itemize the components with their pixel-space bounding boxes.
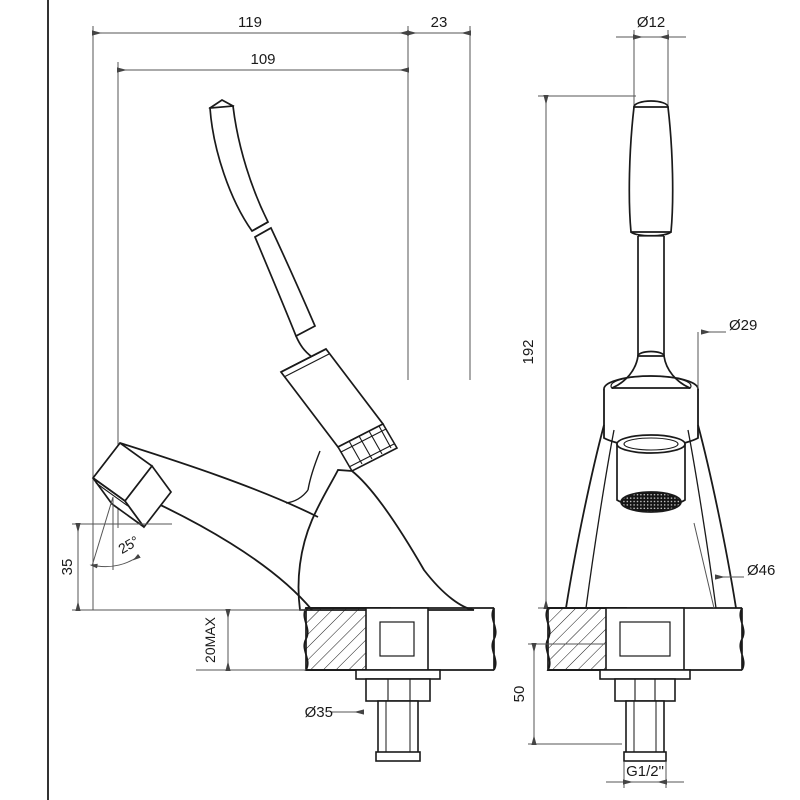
dimension-overall-height — [538, 95, 636, 609]
faucet-body-spout — [119, 442, 475, 611]
dimension-label-d12: Ø12 — [637, 14, 665, 31]
spout-outlet — [91, 441, 173, 529]
lever-handle — [208, 99, 317, 358]
knurled-ring — [336, 422, 399, 473]
cartridge-cap — [279, 347, 385, 449]
dimension-outlet-angle — [89, 496, 141, 570]
dimension-label-50: 50 — [511, 686, 528, 703]
dimension-label-109: 109 — [250, 51, 275, 68]
lever-handle-front — [628, 100, 674, 356]
dimension-overall-reach — [92, 26, 409, 610]
front-view: Ø12 192 — [511, 14, 775, 788]
body-flange-front — [605, 607, 685, 671]
dimension-base-diameter — [693, 522, 744, 609]
dimension-thread-size — [606, 762, 684, 788]
dimension-label-20max: 20MAX — [202, 616, 218, 663]
dimension-collar-diameter — [697, 329, 726, 389]
dimension-label-23: 23 — [431, 14, 448, 31]
aerator — [616, 434, 686, 513]
dimension-lever-top-diameter — [616, 30, 686, 110]
dimension-label-d35: Ø35 — [305, 704, 333, 721]
dimension-label-d29: Ø29 — [729, 317, 757, 334]
side-view: 119 23 109 — [59, 14, 497, 762]
threaded-shank — [355, 669, 441, 762]
dimension-label-35: 35 — [59, 559, 76, 576]
dimension-label-192: 192 — [520, 339, 537, 364]
dimension-label-d46: Ø46 — [747, 562, 775, 579]
dimension-tail-length — [528, 643, 622, 745]
dimension-spout-offset — [407, 26, 471, 380]
dimension-label-119: 119 — [238, 14, 262, 31]
body-flange — [365, 607, 429, 671]
threaded-tail — [599, 669, 691, 762]
dimension-label-g12: G1/2" — [626, 763, 664, 780]
dimension-deck-thickness — [196, 609, 306, 671]
dimension-label-25deg: 25° — [115, 532, 141, 556]
